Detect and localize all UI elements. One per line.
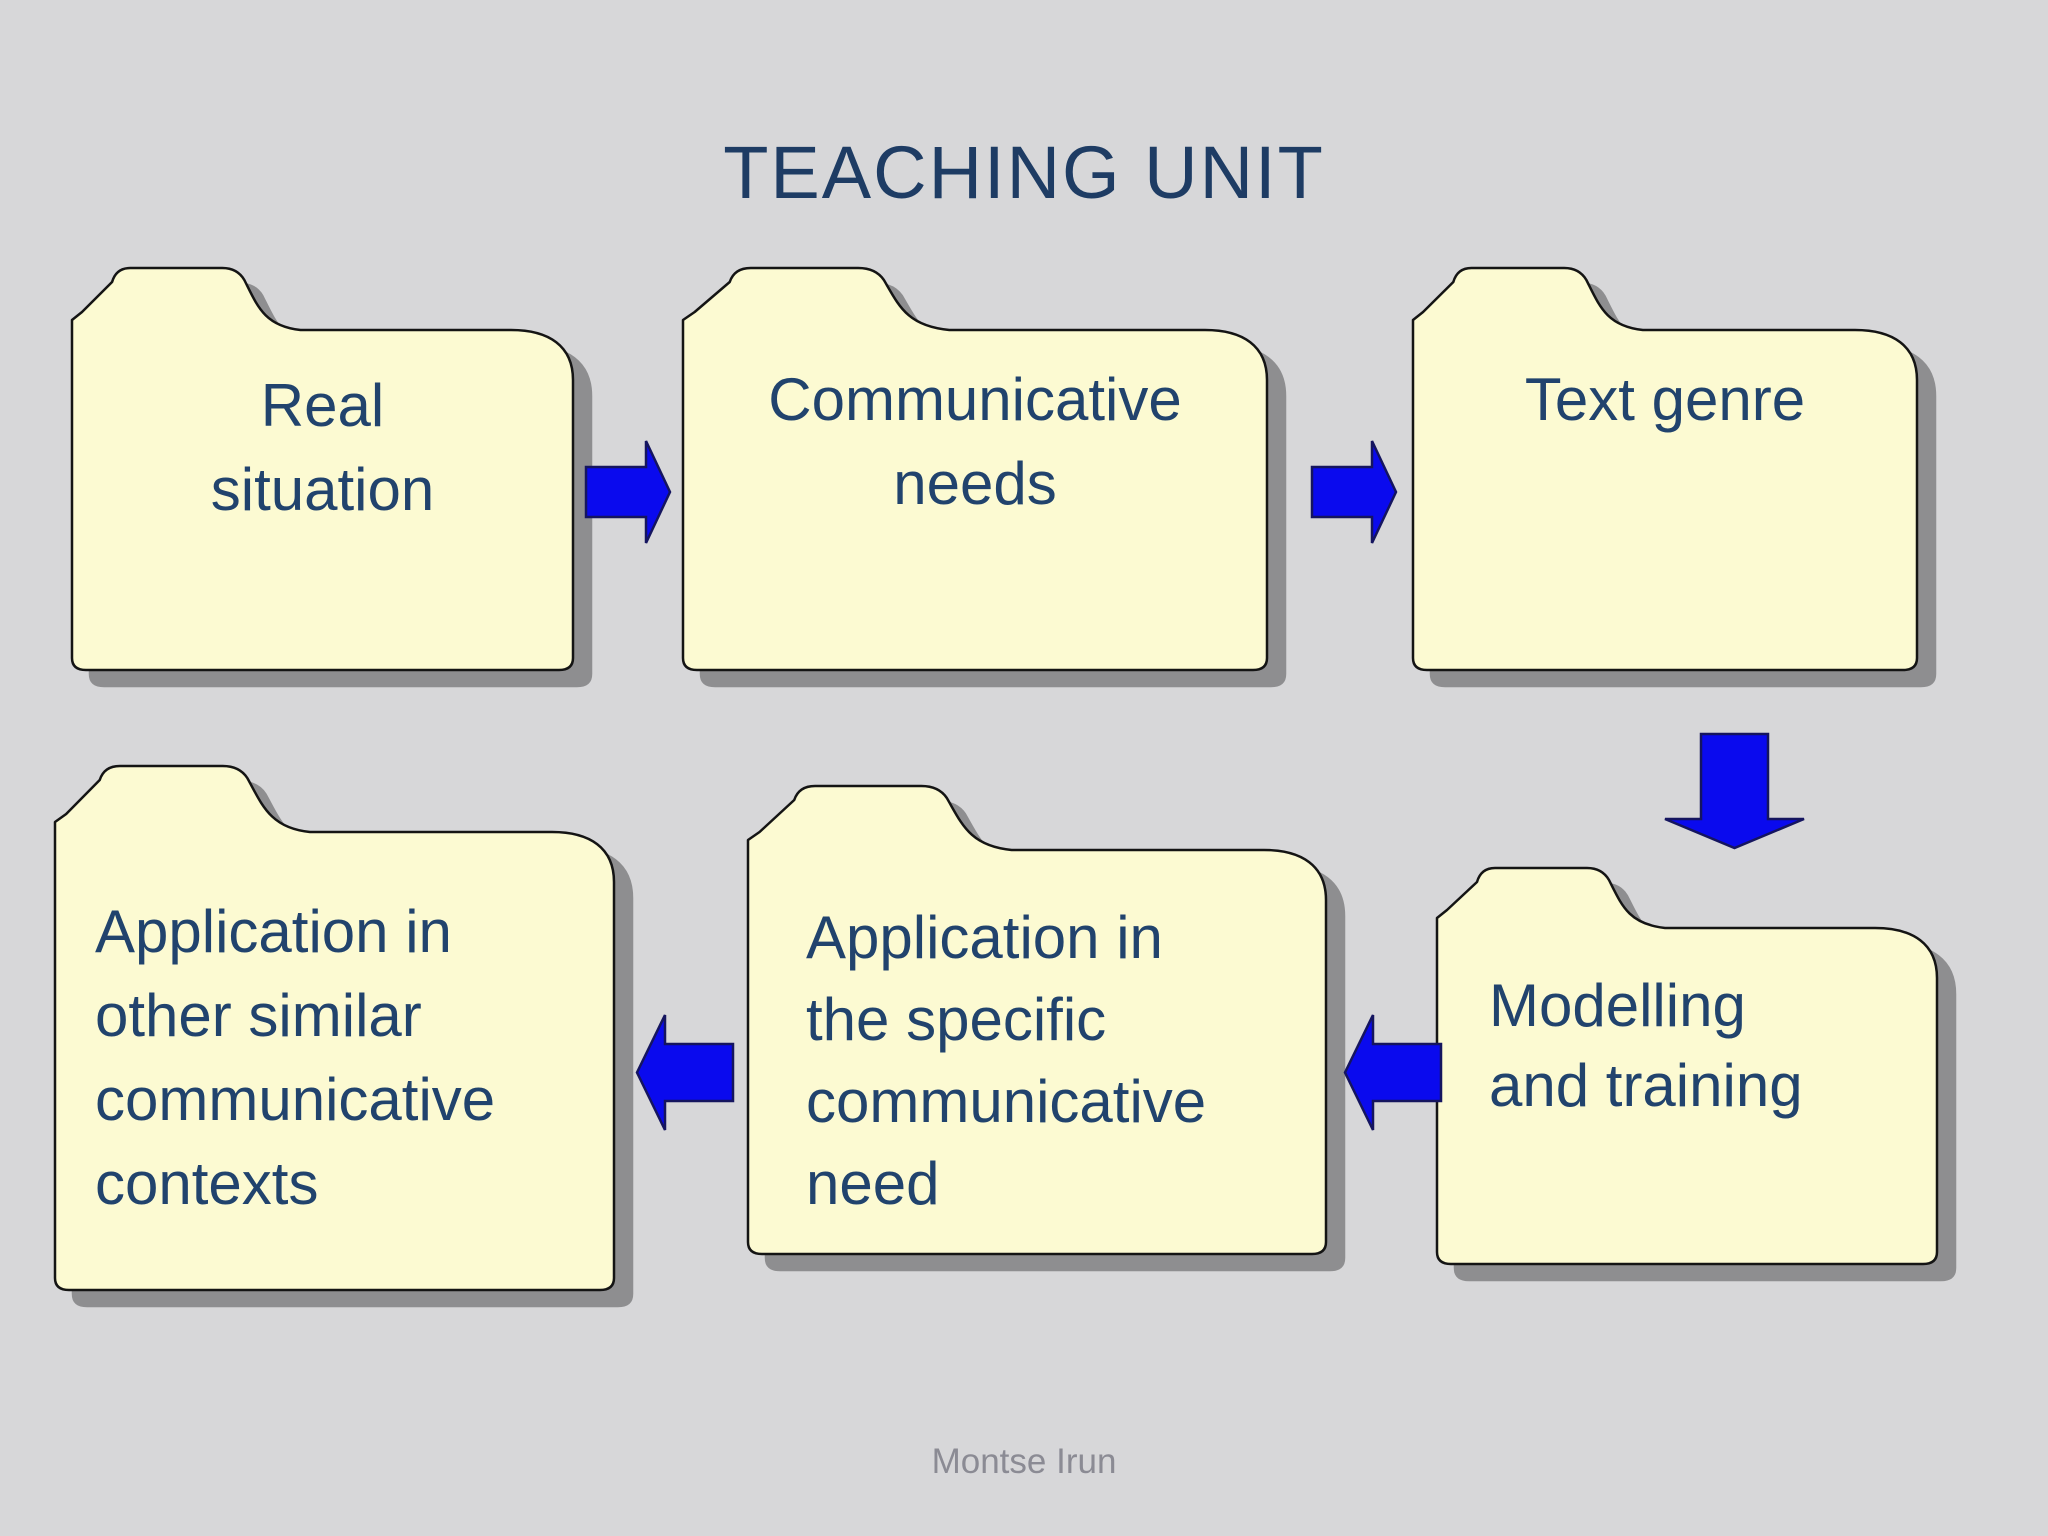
arrow-right-icon [584, 440, 672, 544]
folder-application-other: Application in other similar communicati… [53, 764, 616, 1292]
page-title: TEACHING UNIT [723, 131, 1325, 214]
folder-text-genre: Text genre [1411, 266, 1919, 672]
folder-shape-icon [1411, 266, 1919, 672]
arrow-right-icon [1310, 440, 1398, 544]
folder-label: Application in other similar communicati… [95, 898, 496, 1217]
arrow-down-icon [1664, 732, 1805, 850]
folder-shape-icon [70, 266, 575, 672]
folder-shape-icon [681, 266, 1269, 672]
folder-label: Communicative needs [768, 366, 1182, 517]
folder-real-situation: Real situation [70, 266, 575, 672]
folder-label: Modelling and training [1489, 972, 1803, 1119]
folder-label: Text genre [1524, 366, 1806, 433]
folder-modelling-training: Modelling and training [1435, 866, 1939, 1266]
arrow-left-icon [635, 1014, 735, 1131]
folder-label: Application in the specific communicativ… [806, 904, 1207, 1217]
folder-application-specific: Application in the specific communicativ… [746, 784, 1328, 1256]
author-credit: Montse Irun [931, 1442, 1117, 1481]
folder-label: Real situation [210, 372, 435, 523]
folder-shape-icon [53, 764, 616, 1292]
arrow-left-icon [1343, 1014, 1443, 1131]
folder-communicative-needs: Communicative needs [681, 266, 1269, 672]
folder-shape-icon [746, 784, 1328, 1256]
folder-shape-icon [1435, 866, 1939, 1266]
